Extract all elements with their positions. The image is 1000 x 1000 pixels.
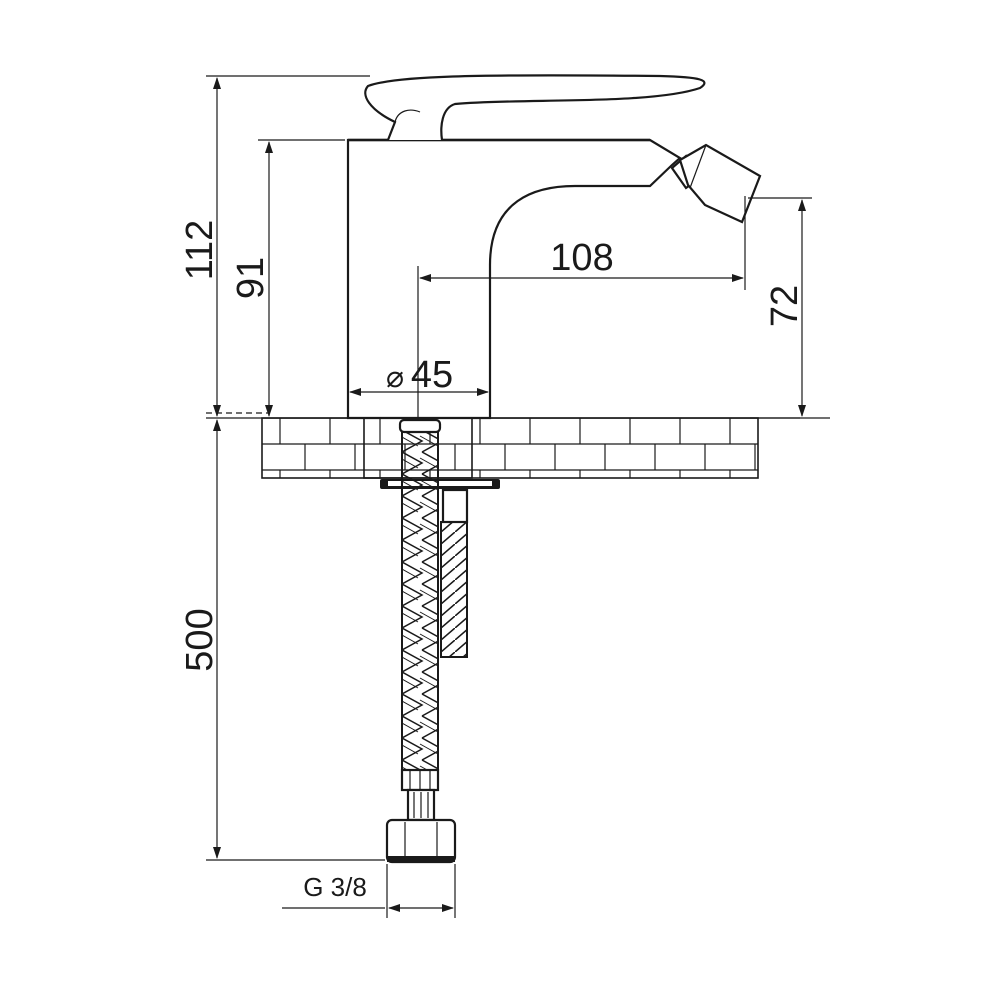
dimension-label-112: 112 — [179, 220, 221, 281]
dimension-connection-thread: G 3/8 — [282, 864, 456, 918]
dimension-label-108: 108 — [550, 237, 613, 279]
mounting-hardware — [380, 479, 500, 658]
dimension-body-height: 91 — [230, 139, 345, 417]
dimension-overall-height: 112 — [179, 75, 370, 417]
flexible-hose — [398, 418, 442, 822]
dimension-label-g-3-8: G 3/8 — [303, 872, 367, 902]
spout-aerator — [670, 143, 762, 224]
dimension-label-45: 45 — [411, 354, 453, 396]
countertop-section — [206, 412, 830, 479]
dimension-spout-height: 72 — [748, 197, 812, 417]
dimension-base-diameter: ⌀ 45 — [349, 354, 489, 396]
dimension-label-500: 500 — [179, 608, 221, 671]
dimension-label-diameter-symbol: ⌀ — [386, 361, 404, 394]
hose-nut — [385, 818, 457, 864]
dimension-label-91: 91 — [230, 257, 272, 299]
lever-handle — [364, 74, 706, 141]
dimension-label-72: 72 — [764, 285, 806, 327]
dimension-hose-length: 500 — [179, 419, 385, 861]
